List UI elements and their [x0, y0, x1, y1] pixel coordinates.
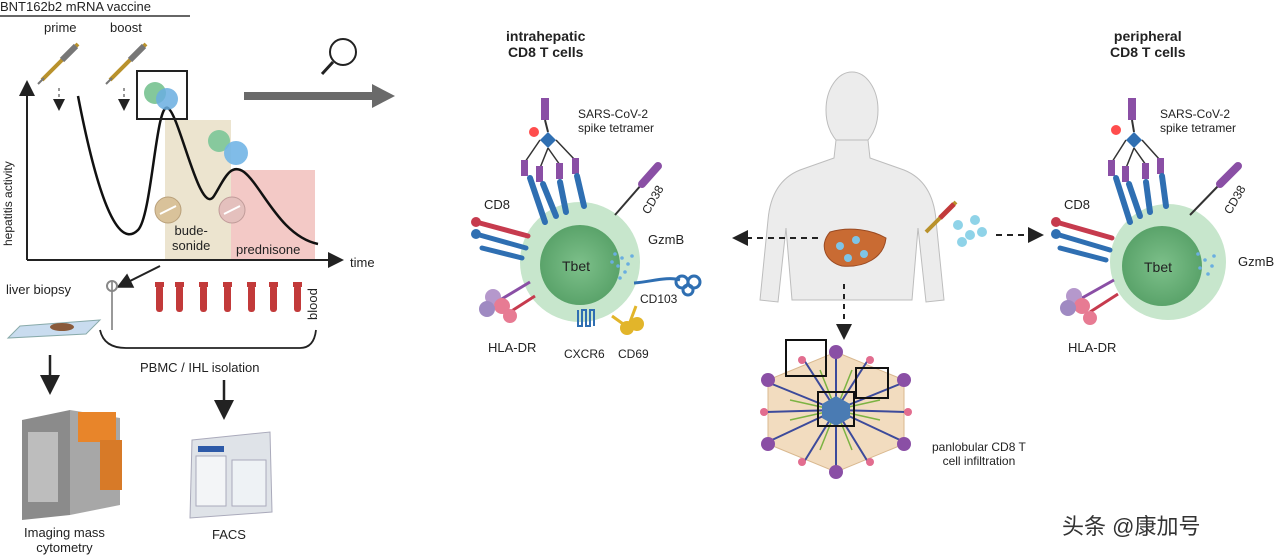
body-syringe-icon	[924, 200, 958, 234]
peripheral-tbet-label: Tbet	[1144, 259, 1173, 275]
intrahepatic-hla-dr-label: HLA-DR	[488, 340, 537, 355]
sampling-panel	[6, 265, 317, 520]
peripheral-tetramer-label: SARS-CoV-2 spike tetramer	[1160, 107, 1237, 135]
tcell-nucleus	[540, 225, 620, 305]
intrahepatic-cxcr6-label: CXCR6	[564, 347, 605, 361]
intrahepatic-cd69-label: CD69	[618, 347, 649, 361]
budesonide-label: bude- sonide	[172, 223, 211, 253]
x-axis-label: time	[350, 255, 375, 270]
blood-label: blood	[305, 288, 320, 320]
intrahepatic-title: intrahepatic CD8 T cells	[506, 28, 586, 61]
peripheral-gzmb-label: GzmB	[1238, 254, 1275, 269]
biopsy-needle-icon	[106, 280, 118, 330]
slide-icon	[6, 319, 102, 339]
prednisone-label: prednisone	[236, 242, 301, 257]
boost-label: boost	[110, 20, 142, 35]
peripheral-hla-dr-label: HLA-DR	[1068, 340, 1117, 355]
boost-syringe-icon	[105, 42, 148, 85]
human-body	[732, 71, 1044, 340]
intrahepatic-cell-panel	[471, 98, 702, 335]
watermark: 头条 @康加号	[1062, 514, 1201, 539]
intrahepatic-cd103-label: CD103	[640, 292, 678, 306]
prednisone-band	[231, 170, 315, 260]
tetramer-peripheral	[1108, 98, 1164, 182]
intrahepatic-tbet-label: Tbet	[562, 258, 591, 274]
imaging-label: Imaging mass cytometry	[24, 525, 105, 555]
prime-label: prime	[44, 20, 77, 35]
vaccine-title: BNT162b2 mRNA vaccine	[0, 0, 152, 14]
liver-icon	[823, 228, 887, 267]
liver-biopsy-label: liver biopsy	[6, 282, 72, 297]
magnifier-icon	[320, 38, 357, 76]
peripheral-cell-panel	[1051, 98, 1242, 325]
tcell-nucleus-peripheral	[1122, 226, 1202, 306]
prime-syringe-icon	[37, 42, 80, 85]
facs-machine-icon	[189, 431, 273, 519]
hepatitis-curve	[76, 95, 319, 246]
peripheral-cd8-label: CD8	[1064, 197, 1091, 212]
facs-label: FACS	[212, 527, 246, 542]
intrahepatic-tetramer-label: SARS-CoV-2 spike tetramer	[578, 107, 655, 135]
zoom-box	[136, 70, 188, 120]
isolation-label: PBMC / IHL isolation	[140, 360, 260, 375]
tetramer-intrahepatic	[521, 98, 579, 182]
y-axis-label: hepatitis activity	[1, 161, 15, 246]
timeline-panel	[0, 15, 395, 268]
blood-tubes	[155, 282, 302, 312]
intrahepatic-gzmb-label: GzmB	[648, 232, 685, 247]
peripheral-title: peripheral CD8 T cells	[1110, 28, 1186, 61]
imaging-machine-icon	[22, 410, 122, 520]
liver-lobule	[760, 339, 912, 479]
infiltration-label: panlobular CD8 T cell infiltration	[932, 440, 1026, 468]
intrahepatic-cd8-label: CD8	[484, 197, 511, 212]
